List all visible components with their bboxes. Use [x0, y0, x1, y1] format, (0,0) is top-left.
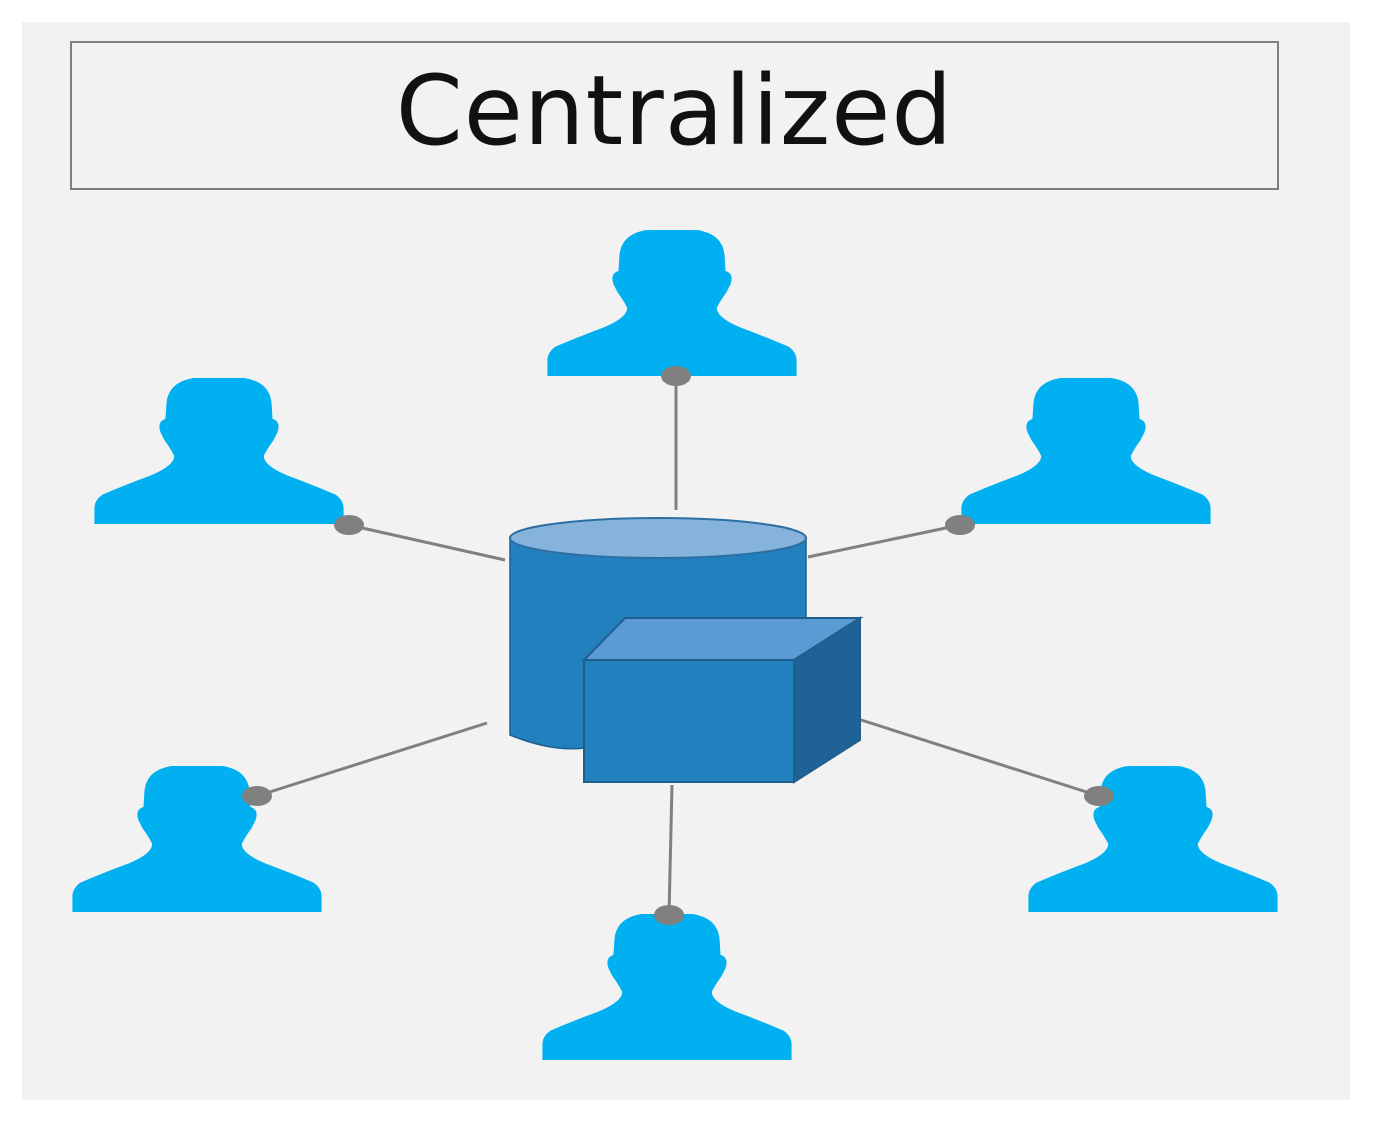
user-icon-upper-right: [961, 378, 1211, 524]
connector-dots: [242, 366, 1114, 925]
user-icon-lower-right: [1028, 766, 1278, 912]
connector-upper-right: [807, 523, 961, 559]
connector-dot-lower-left: [242, 786, 272, 806]
diagram-title: Centralized: [395, 54, 954, 167]
connector-dot-upper-right: [945, 515, 975, 535]
user-icon-top: [547, 230, 797, 376]
connector-lines: [256, 376, 1100, 916]
database-cylinder-top: [509, 517, 807, 559]
connector-dot-lower-right: [1084, 786, 1114, 806]
connector-bottom: [667, 784, 674, 916]
user-icon-upper-left: [94, 378, 344, 524]
user-icon-bottom: [542, 914, 792, 1060]
connector-dot-bottom: [654, 905, 684, 925]
connector-upper-left: [348, 523, 506, 562]
connector-lower-left: [256, 721, 488, 798]
database-server-icon: [509, 517, 864, 784]
server-cube-front: [583, 659, 795, 783]
connector-lower-right: [857, 717, 1100, 798]
title-box: Centralized: [70, 41, 1279, 190]
connector-dot-top: [661, 366, 691, 386]
connector-dot-upper-left: [334, 515, 364, 535]
